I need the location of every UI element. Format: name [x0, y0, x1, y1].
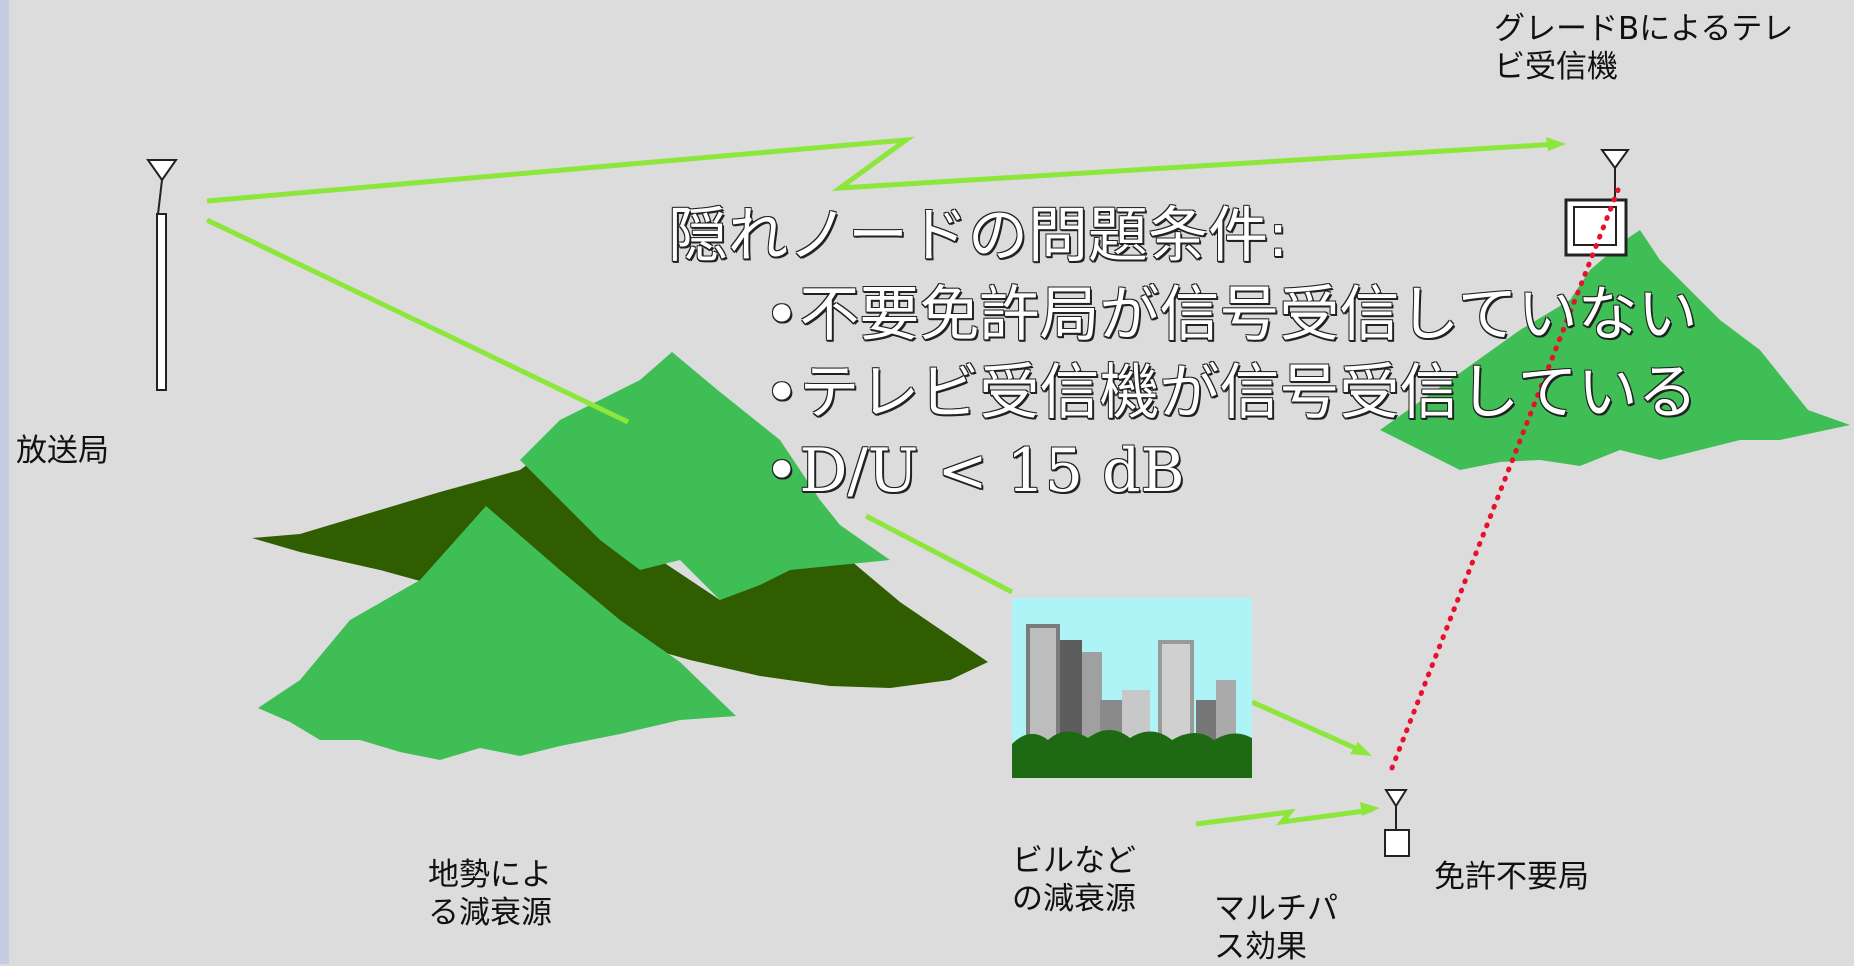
mountain-right: [1380, 230, 1850, 470]
multipath-arrowhead: [1360, 802, 1380, 816]
hidden-node-conditions: 隠れノードの問題条件: •不要免許局が信号受信していない •テレビ受信機が信号受…: [668, 196, 1698, 510]
signal-path-terrain-to-buildings: [864, 513, 1014, 595]
signal-path-to-terrain: [205, 217, 630, 425]
broadcast-station-label: 放送局: [16, 433, 109, 469]
condition-du-ratio: •D/U < 15 dB: [764, 436, 1185, 506]
condition-station-not-receiving: •不要免許局が信号受信していない: [764, 280, 1698, 350]
signal-arrowhead-station: [1350, 742, 1372, 756]
tv-receiver-label-line2: ビ受信機: [1494, 49, 1618, 85]
tv-receiver-label: グレードBによるテレ ビ受信機: [1494, 10, 1793, 86]
hidden-node-title: 隠れノードの問題条件:: [668, 201, 1289, 271]
buildings-label-line1: ビルなど: [1012, 843, 1136, 879]
signal-arrowhead-receiver: [1546, 137, 1566, 151]
city-buildings-image: [1012, 598, 1252, 778]
interference-path: [1389, 187, 1621, 771]
multipath-signal-path: [1195, 807, 1373, 827]
condition-tv-receiving: •テレビ受信機が信号受信している: [764, 358, 1698, 428]
mountain-left: [258, 506, 736, 760]
terrain-label-line1: 地勢によ: [428, 857, 552, 893]
unlicensed-station-label: 免許不要局: [1434, 859, 1589, 895]
unlicensed-station-icon: [1384, 789, 1410, 857]
tv-receiver-label-line1: グレードBによるテレ: [1494, 11, 1794, 47]
buildings-label: ビルなど の減衰源: [1012, 842, 1136, 918]
multipath-label-line1: マルチパ: [1214, 891, 1338, 927]
left-edge-bar: [0, 0, 9, 964]
terrain-label: 地勢によ る減衰源: [428, 856, 552, 932]
multipath-label: マルチパ ス効果: [1214, 890, 1338, 966]
terrain-label-line2: る減衰源: [428, 895, 552, 931]
broadcast-tower: [146, 159, 178, 391]
signal-path-buildings-to-station: [1250, 699, 1366, 755]
multipath-label-line2: ス効果: [1214, 929, 1307, 965]
buildings-label-line2: の減衰源: [1012, 881, 1136, 917]
signal-path-to-receiver: [206, 136, 1559, 204]
